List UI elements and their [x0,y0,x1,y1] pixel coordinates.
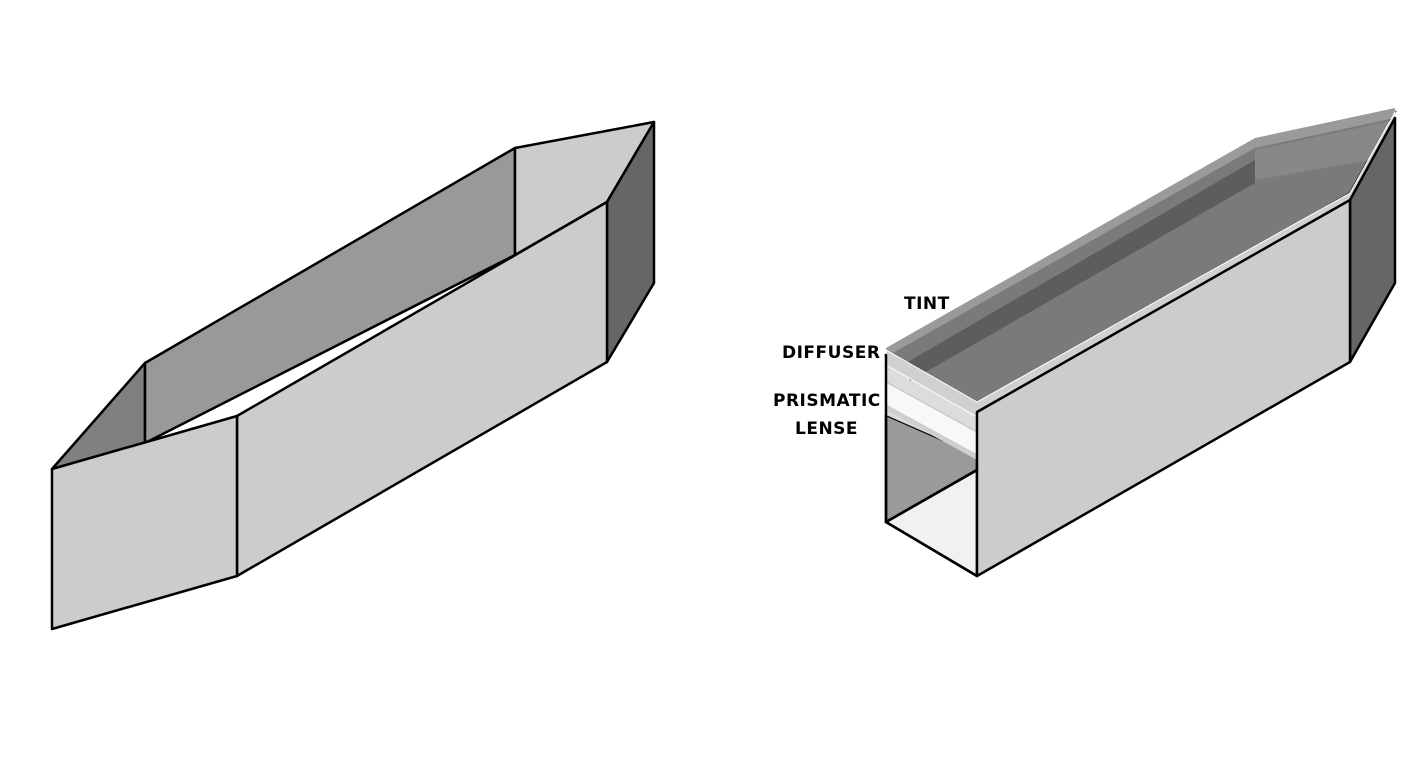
fixture-front-long-face [975,198,1352,578]
fixture-bottom-edge [884,520,979,578]
label-tint: TINT [904,294,950,314]
label-prismatic: PRISMATIC [773,391,881,411]
fixture-inner-bottom-edge [884,468,979,524]
open-trough [50,120,656,631]
label-lense: LENSE [795,419,858,439]
prismatic-lense-edge [886,405,977,460]
tint-inner-right-face [1255,120,1395,180]
layer-labels: TINT DIFFUSER PRISMATIC LENSE [773,294,950,439]
label-diffuser: DIFFUSER [782,343,880,363]
trough-front-left-face [50,414,239,631]
covered-fixture [884,108,1397,578]
tint-inner-strip [906,160,1255,381]
